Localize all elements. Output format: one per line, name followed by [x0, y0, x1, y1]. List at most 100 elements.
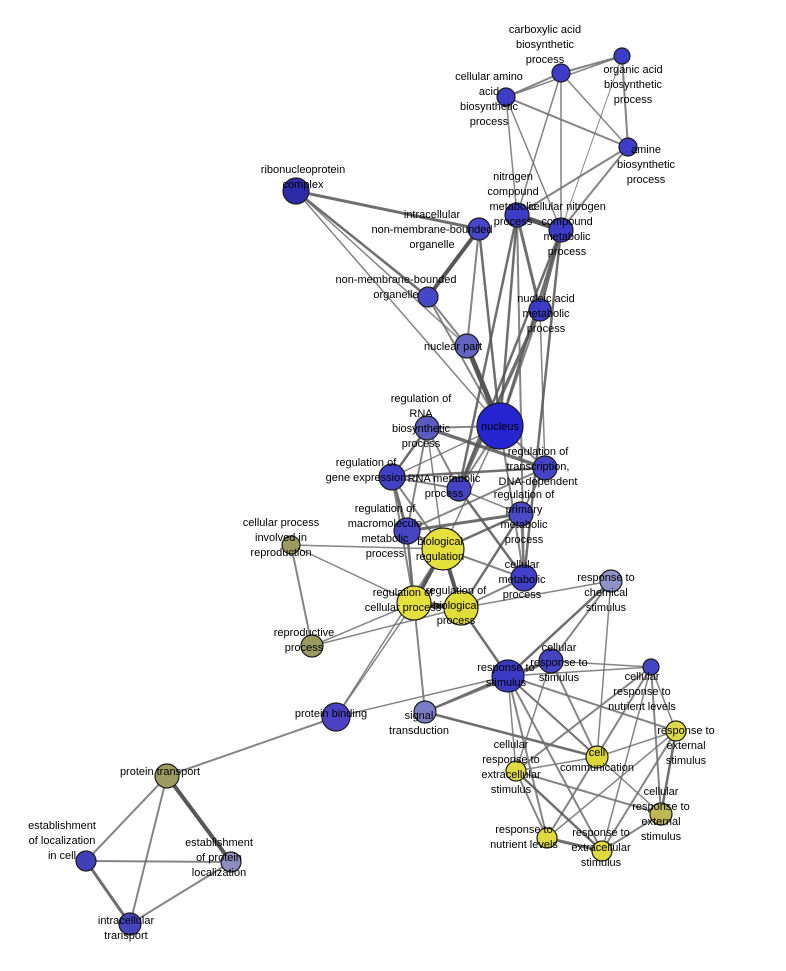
- node-ribonucleoprotein[interactable]: [282, 177, 310, 205]
- edge-regulation-rna--regulation-transcription: [425, 426, 547, 470]
- node-cellular-response-external[interactable]: [649, 802, 673, 826]
- node-cellular-metabolic[interactable]: [510, 564, 538, 592]
- edge-response-external--cellular-response-external: [659, 729, 678, 816]
- edge-cellular-response-extracellular--cellular-response-external: [515, 770, 662, 815]
- edge-cellular-response-nutrient--response-external: [650, 666, 677, 732]
- edge-organic--amine: [621, 55, 629, 148]
- edge-cellular-process-repro--reproductive-process: [290, 544, 313, 647]
- edge-cellular-amino--nitrogen: [505, 96, 518, 216]
- edge-ribonucleoprotein--nuclear-part: [295, 190, 468, 347]
- edge-intracellular-organelle--nuclear-part: [466, 228, 480, 347]
- node-response-stimulus[interactable]: [491, 659, 525, 693]
- edge-response-external--cell-communication: [596, 730, 677, 758]
- edge-intracellular-organelle--nmb-organelle: [426, 227, 481, 299]
- edge-ribonucleoprotein--nucleus: [295, 190, 501, 427]
- edge-regulation-rna--regulation-macromolecule: [406, 427, 428, 532]
- node-regulation-rna[interactable]: [414, 415, 440, 441]
- edge-nitrogen--nucleus: [498, 213, 519, 428]
- node-response-chemical[interactable]: [599, 569, 623, 593]
- edge-regulation-transcription--regulation-gene-expression: [390, 466, 547, 479]
- edge-response-stimulus--cellular-response-nutrient: [507, 666, 652, 677]
- node-organic[interactable]: [613, 47, 631, 65]
- edge-response-stimulus--response-nutrient: [507, 675, 548, 839]
- edge-rna-metabolic--cellular-metabolic: [457, 487, 526, 580]
- node-cellular-response-nutrient[interactable]: [642, 658, 660, 676]
- edge-establishment-localization-cell--establishment-protein-localization: [85, 860, 232, 863]
- node-nmb-organelle[interactable]: [417, 286, 439, 308]
- node-cellular-response-extracellular[interactable]: [505, 760, 527, 782]
- edges-layer: [84, 55, 678, 926]
- node-intracellular-organelle[interactable]: [467, 217, 491, 241]
- node-nuclear-part[interactable]: [454, 333, 480, 359]
- node-protein-binding[interactable]: [321, 702, 351, 732]
- node-establishment-localization-cell[interactable]: [75, 850, 97, 872]
- node-nucleus[interactable]: [476, 402, 524, 450]
- node-protein-transport[interactable]: [154, 763, 180, 789]
- edge-signal-transduction--cell-communication: [423, 710, 599, 759]
- node-response-external[interactable]: [665, 720, 687, 742]
- edge-intracellular-transport--establishment-protein-localization: [129, 861, 232, 925]
- node-regulation-macromolecule[interactable]: [393, 517, 421, 545]
- node-regulation-transcription[interactable]: [532, 455, 558, 481]
- node-regulation-gene-expression[interactable]: [378, 463, 406, 491]
- edge-response-nutrient--cellular-response-extracellular: [515, 770, 548, 839]
- node-signal-transduction[interactable]: [413, 700, 437, 724]
- edge-response-chemical--cell-communication: [596, 580, 612, 758]
- node-biological-regulation[interactable]: [421, 527, 465, 571]
- edge-organic--cellular-nitrogen: [560, 55, 623, 231]
- edge-protein-transport--establishment-protein-localization: [165, 774, 233, 864]
- edge-reproductive-process--regulation-biological: [311, 607, 462, 647]
- node-amine[interactable]: [618, 137, 638, 157]
- node-rna-metabolic[interactable]: [446, 476, 472, 502]
- edge-protein-binding--response-stimulus: [335, 675, 509, 718]
- edge-regulation-cellular--signal-transduction: [413, 602, 426, 713]
- node-carboxylic[interactable]: [551, 63, 571, 83]
- node-cellular-nitrogen[interactable]: [548, 217, 574, 243]
- node-nitrogen[interactable]: [504, 202, 530, 228]
- node-intracellular-transport[interactable]: [118, 912, 142, 936]
- node-cell-communication[interactable]: [585, 745, 609, 769]
- edge-protein-binding--biological-regulation: [335, 548, 444, 718]
- node-establishment-protein-localization[interactable]: [220, 851, 242, 873]
- node-cellular-response-stimulus[interactable]: [538, 648, 564, 674]
- edge-cellular-amino--amine: [505, 96, 629, 148]
- edge-cellular-process-repro--regulation-cellular: [290, 544, 415, 604]
- node-regulation-biological[interactable]: [443, 590, 479, 626]
- edge-signal-transduction--cellular-response-stimulus: [424, 660, 552, 713]
- node-label-protein-transport: protein transport: [120, 766, 200, 778]
- node-cellular-process-repro[interactable]: [281, 535, 301, 555]
- node-reproductive-process[interactable]: [300, 634, 324, 658]
- node-response-extracellular[interactable]: [591, 840, 613, 862]
- node-cellular-amino[interactable]: [496, 87, 516, 107]
- node-response-nutrient[interactable]: [536, 827, 558, 849]
- edge-cellular-process-repro--biological-regulation: [290, 544, 444, 550]
- node-regulation-primary[interactable]: [508, 501, 534, 527]
- edge-carboxylic--amine: [560, 72, 629, 148]
- node-regulation-cellular[interactable]: [396, 585, 432, 621]
- edge-regulation-transcription--regulation-macromolecule: [406, 467, 546, 532]
- edge-ribonucleoprotein--nmb-organelle: [294, 189, 430, 299]
- node-nucleic-acid[interactable]: [528, 298, 552, 322]
